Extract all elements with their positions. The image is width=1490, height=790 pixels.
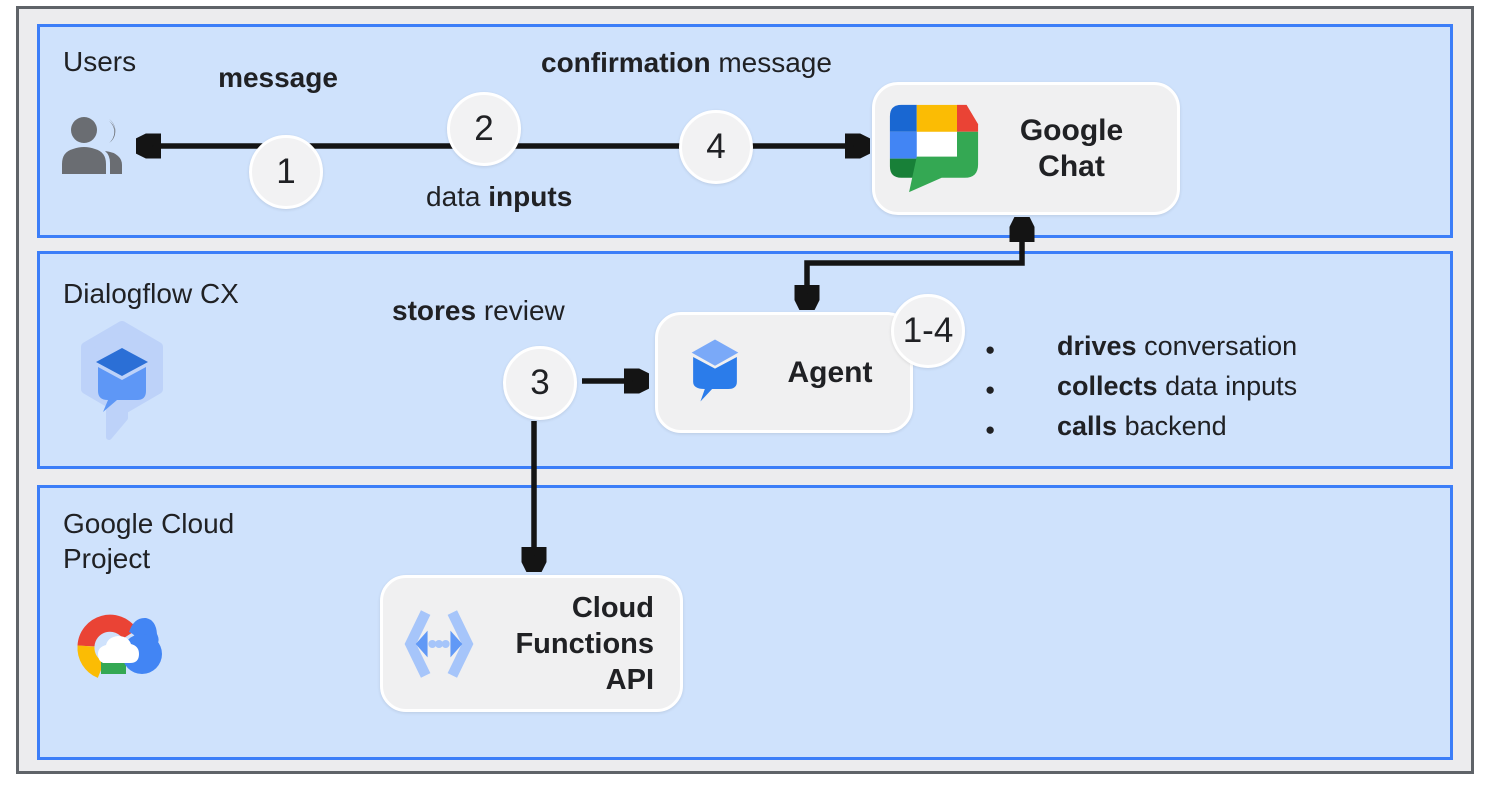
- step-number-1: 1: [276, 152, 296, 191]
- lane-title-users: Users: [63, 46, 137, 77]
- label-confirmation-message: confirmation message: [541, 47, 832, 78]
- cloud-functions-label: Cloud Functions API: [515, 591, 654, 696]
- google-chat-label: Google Chat: [1019, 113, 1124, 183]
- google-chat-icon: [889, 104, 979, 192]
- step-badge-1-4: 1-4: [891, 294, 965, 368]
- cloud-functions-node: Cloud Functions API: [380, 575, 683, 712]
- step-number-3: 3: [530, 363, 550, 402]
- bullet-calls-backend: ● calls backend: [985, 411, 1227, 441]
- agent-label: Agent: [787, 355, 873, 389]
- step-number-4: 4: [706, 127, 726, 166]
- google-cloud-icon: [77, 614, 162, 678]
- label-message: message: [218, 62, 338, 93]
- bullet-dot-icon: ●: [985, 340, 996, 359]
- bullet-drives-conversation: ● drives conversation: [985, 331, 1298, 361]
- bullet-dot-icon: ●: [985, 380, 996, 399]
- lane-title-dialogflow: Dialogflow CX: [63, 278, 239, 309]
- users-icon: [62, 117, 122, 174]
- lane-gcp: [37, 485, 1453, 760]
- label-stores-review: stores review: [392, 295, 565, 326]
- step-number-2: 2: [474, 109, 494, 148]
- step-range-label: 1-4: [902, 311, 954, 350]
- lane-title-gcp: Google Cloud Project: [63, 508, 235, 574]
- label-data-inputs: data inputs: [426, 181, 573, 212]
- google-chat-node: Google Chat: [872, 82, 1180, 215]
- cloud-functions-icon: [404, 609, 474, 678]
- step-circle-1: 1: [249, 135, 323, 209]
- agent-node: Agent: [655, 312, 913, 433]
- step-circle-4: 4: [679, 110, 753, 184]
- step-circle-3: 3: [503, 346, 577, 420]
- agent-bullet-list: ● drives conversation ● collects data in…: [985, 331, 1297, 451]
- step-circle-2: 2: [447, 92, 521, 166]
- bullet-dot-icon: ●: [985, 420, 996, 439]
- bullet-collects-data-inputs: ● collects data inputs: [985, 371, 1298, 401]
- dialogflow-cx-icon: [81, 321, 163, 440]
- dialogflow-agent-icon: [691, 338, 739, 401]
